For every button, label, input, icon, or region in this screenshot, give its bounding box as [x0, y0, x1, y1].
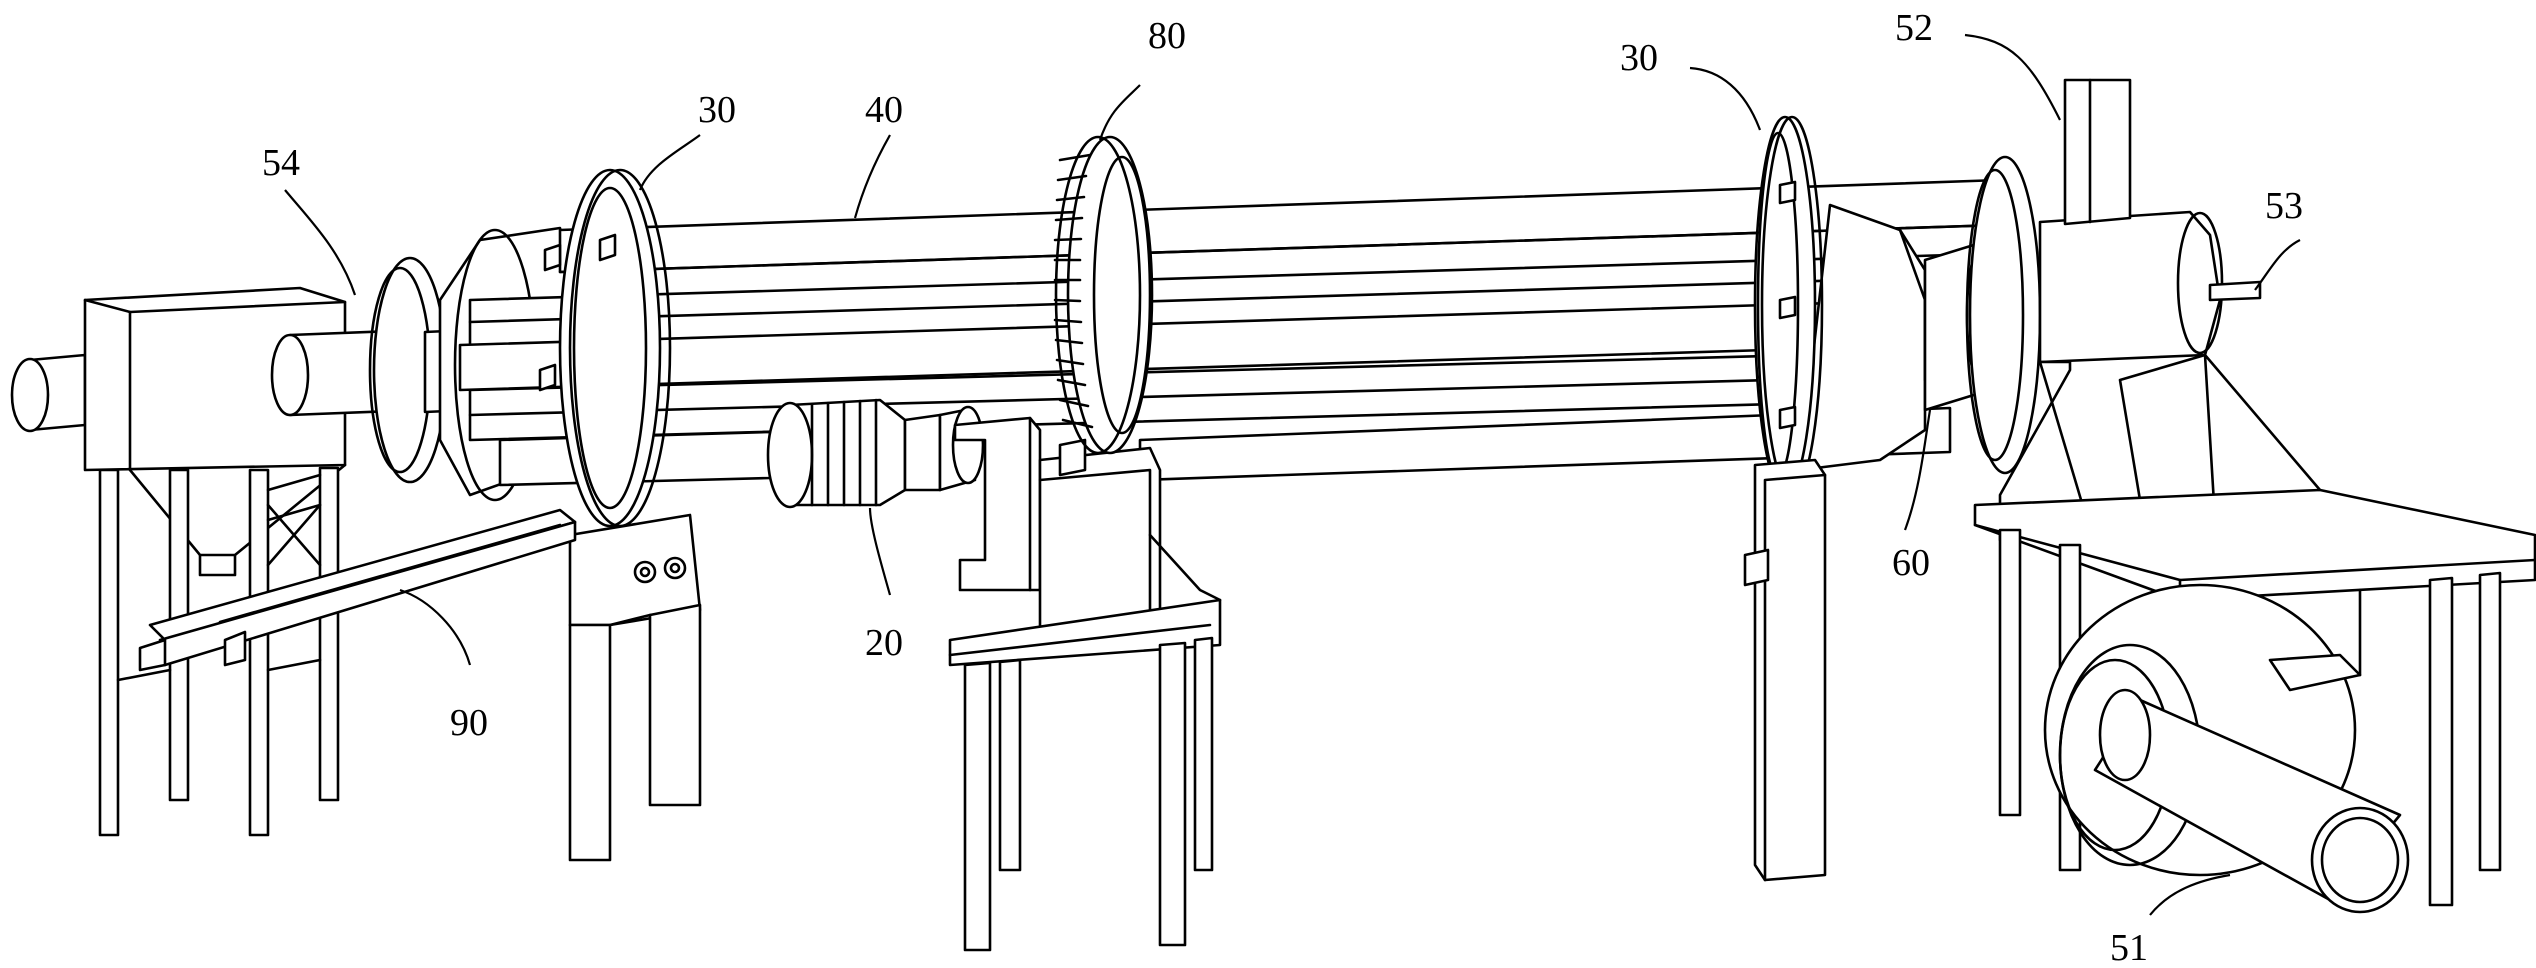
- label-90: 90: [450, 702, 488, 744]
- center-drive-pedestal: [948, 416, 1222, 952]
- fan-table: [1973, 488, 2536, 914]
- feed-head: [1923, 78, 2322, 542]
- rotary-drum-bars: [438, 178, 2002, 502]
- label-80: 80: [1148, 15, 1186, 57]
- drive-motor: [766, 398, 985, 509]
- discharge-chute: [138, 508, 577, 672]
- label-60: 60: [1892, 542, 1930, 584]
- label-30-right: 30: [1620, 37, 1658, 79]
- right-support-ring: [1753, 115, 1824, 495]
- label-54: 54: [262, 142, 300, 184]
- gear-ring: [1053, 135, 1154, 455]
- left-support-stand: [568, 513, 702, 862]
- dust-hopper-unit: [10, 286, 347, 837]
- label-40: 40: [865, 89, 903, 131]
- leader-lines: [284, 33, 2301, 916]
- label-53: 53: [2265, 185, 2303, 227]
- label-20: 20: [865, 622, 903, 664]
- label-30-left: 30: [698, 89, 736, 131]
- label-52: 52: [1895, 7, 1933, 49]
- reference-labels: 54 30 40 80 30 52 53 60 20 90 51: [262, 7, 2303, 968]
- label-51: 51: [2110, 927, 2148, 968]
- left-support-ring: [538, 168, 672, 528]
- right-support-post: [1743, 458, 1827, 882]
